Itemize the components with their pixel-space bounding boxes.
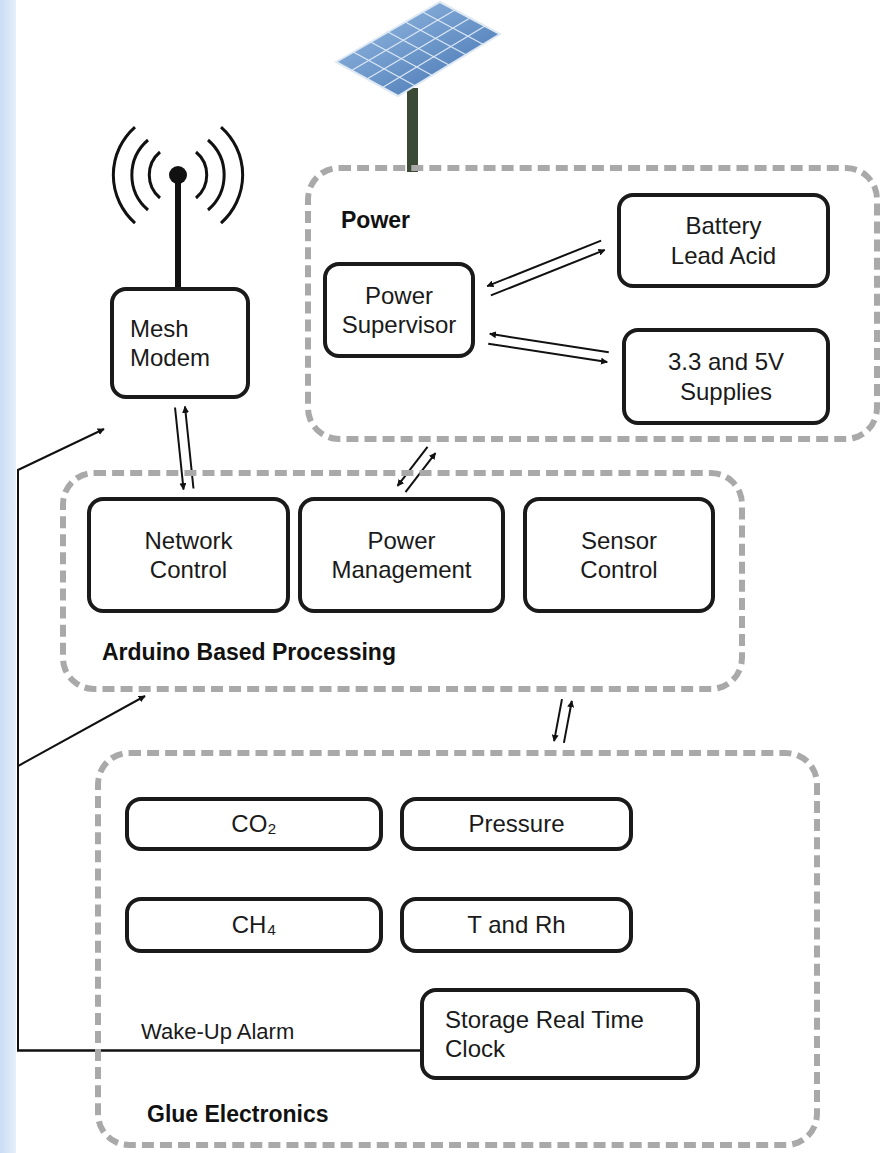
signal-name: Wake-Up Alarm: [138, 1019, 297, 1045]
box-label: Sensor Control: [559, 526, 679, 585]
box-label: Pressure: [468, 809, 564, 838]
bidirectional-arrow: [564, 701, 572, 743]
bidirectional-arrow: [491, 250, 605, 296]
processing-group: Arduino Based Processing Network Control P…: [60, 470, 745, 692]
side-panel: [0, 0, 16, 1153]
sensor-box: Pressure: [400, 797, 633, 851]
box-label: Mesh Modem: [130, 314, 230, 373]
sensor-box: T and Rh: [400, 897, 633, 953]
antenna: [113, 127, 242, 290]
process-box: Sensor Control: [523, 497, 715, 613]
box-label: Power Management: [317, 526, 487, 585]
box-label: Battery Lead Acid: [659, 211, 789, 270]
bidirectional-arrow: [487, 241, 601, 287]
group-label: Power: [341, 207, 410, 234]
process-box: Mesh Modem: [110, 287, 250, 399]
solar-pole: [407, 88, 418, 172]
box-label: CH₄: [232, 910, 276, 939]
box-label: T and Rh: [467, 910, 565, 939]
sensor-box: CO₂: [125, 797, 383, 851]
group-label: Glue Electronics: [147, 1101, 329, 1128]
box-label: 3.3 and 5V Supplies: [656, 347, 796, 406]
glue-group: Glue Electronics CO₂ PressureCH₄ T and Rh St…: [95, 750, 820, 1148]
box-label: Storage Real Time Clock: [445, 1005, 675, 1064]
bidirectional-arrow: [175, 408, 184, 490]
bidirectional-arrow: [488, 344, 607, 362]
bidirectional-arrow: [185, 406, 194, 488]
box-label: Network Control: [129, 526, 249, 585]
box-label: CO₂: [231, 809, 276, 838]
sensor-box: CH₄: [125, 897, 383, 953]
bidirectional-arrow: [398, 447, 428, 486]
process-box: Battery Lead Acid: [617, 193, 830, 288]
storage-box: Storage Real Time Clock: [420, 988, 700, 1080]
solar-panel: [336, 2, 500, 96]
bidirectional-arrow: [554, 699, 562, 741]
box-label: Power Supervisor: [339, 281, 459, 340]
process-box: Power Supervisor: [323, 262, 475, 358]
process-box: 3.3 and 5V Supplies: [622, 328, 830, 425]
process-box: Power Management: [298, 497, 505, 613]
bidirectional-arrow: [490, 334, 609, 352]
power-group: PowerPower Supervisor Battery Lead Acid 3.…: [305, 165, 880, 442]
process-box: Network Control: [87, 497, 290, 613]
group-label: Arduino Based Processing: [102, 639, 396, 666]
